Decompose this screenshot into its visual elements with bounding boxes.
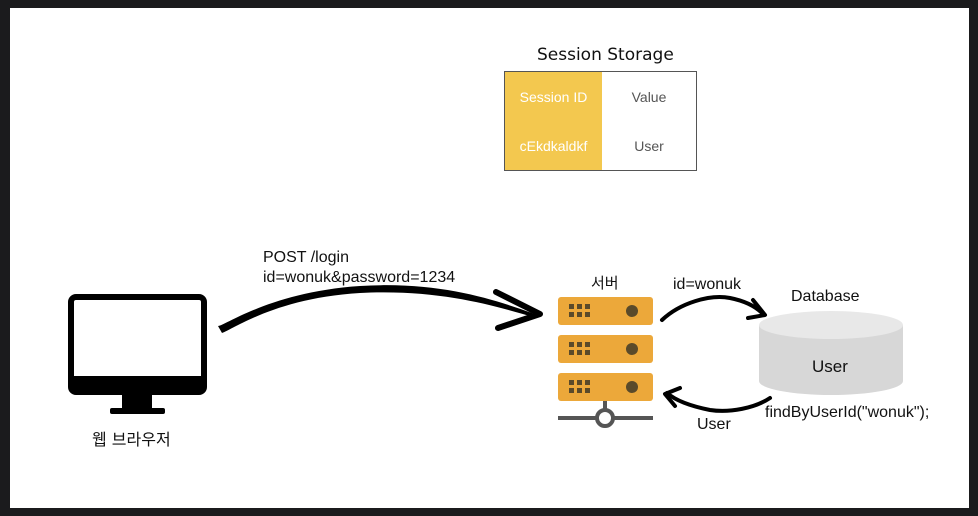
diagram-canvas: Session Storage Session ID Value cEkdkal… xyxy=(10,8,969,508)
request-body: id=wonuk&password=1234 xyxy=(263,269,456,286)
request-method-path: POST /login xyxy=(263,249,349,266)
session-storage-title: Session Storage xyxy=(537,45,674,65)
find-call-label: findByUserId("wonuk"); xyxy=(765,404,930,421)
request-arrow xyxy=(218,285,543,333)
monitor-icon xyxy=(68,294,207,414)
request-label: POST /login id=wonuk&password=1234 xyxy=(263,248,455,288)
header-value: Value xyxy=(602,72,696,121)
browser-label: 웹 브라우저 xyxy=(92,430,171,449)
return-label: User xyxy=(697,416,731,433)
database-icon xyxy=(759,311,903,395)
header-session-id: Session ID xyxy=(505,72,602,121)
database-table-label: User xyxy=(812,357,848,376)
server-label: 서버 xyxy=(591,274,619,292)
return-arrow xyxy=(663,386,772,413)
session-storage-table: Session ID Value cEkdkaldkf User xyxy=(504,71,697,171)
server-icon xyxy=(558,297,653,428)
cell-value: User xyxy=(602,121,696,170)
cell-session-id: cEkdkaldkf xyxy=(505,121,602,170)
query-label: id=wonuk xyxy=(673,276,742,293)
diagram-graphics xyxy=(68,285,903,428)
database-label: Database xyxy=(791,288,860,305)
query-arrow xyxy=(660,295,767,322)
